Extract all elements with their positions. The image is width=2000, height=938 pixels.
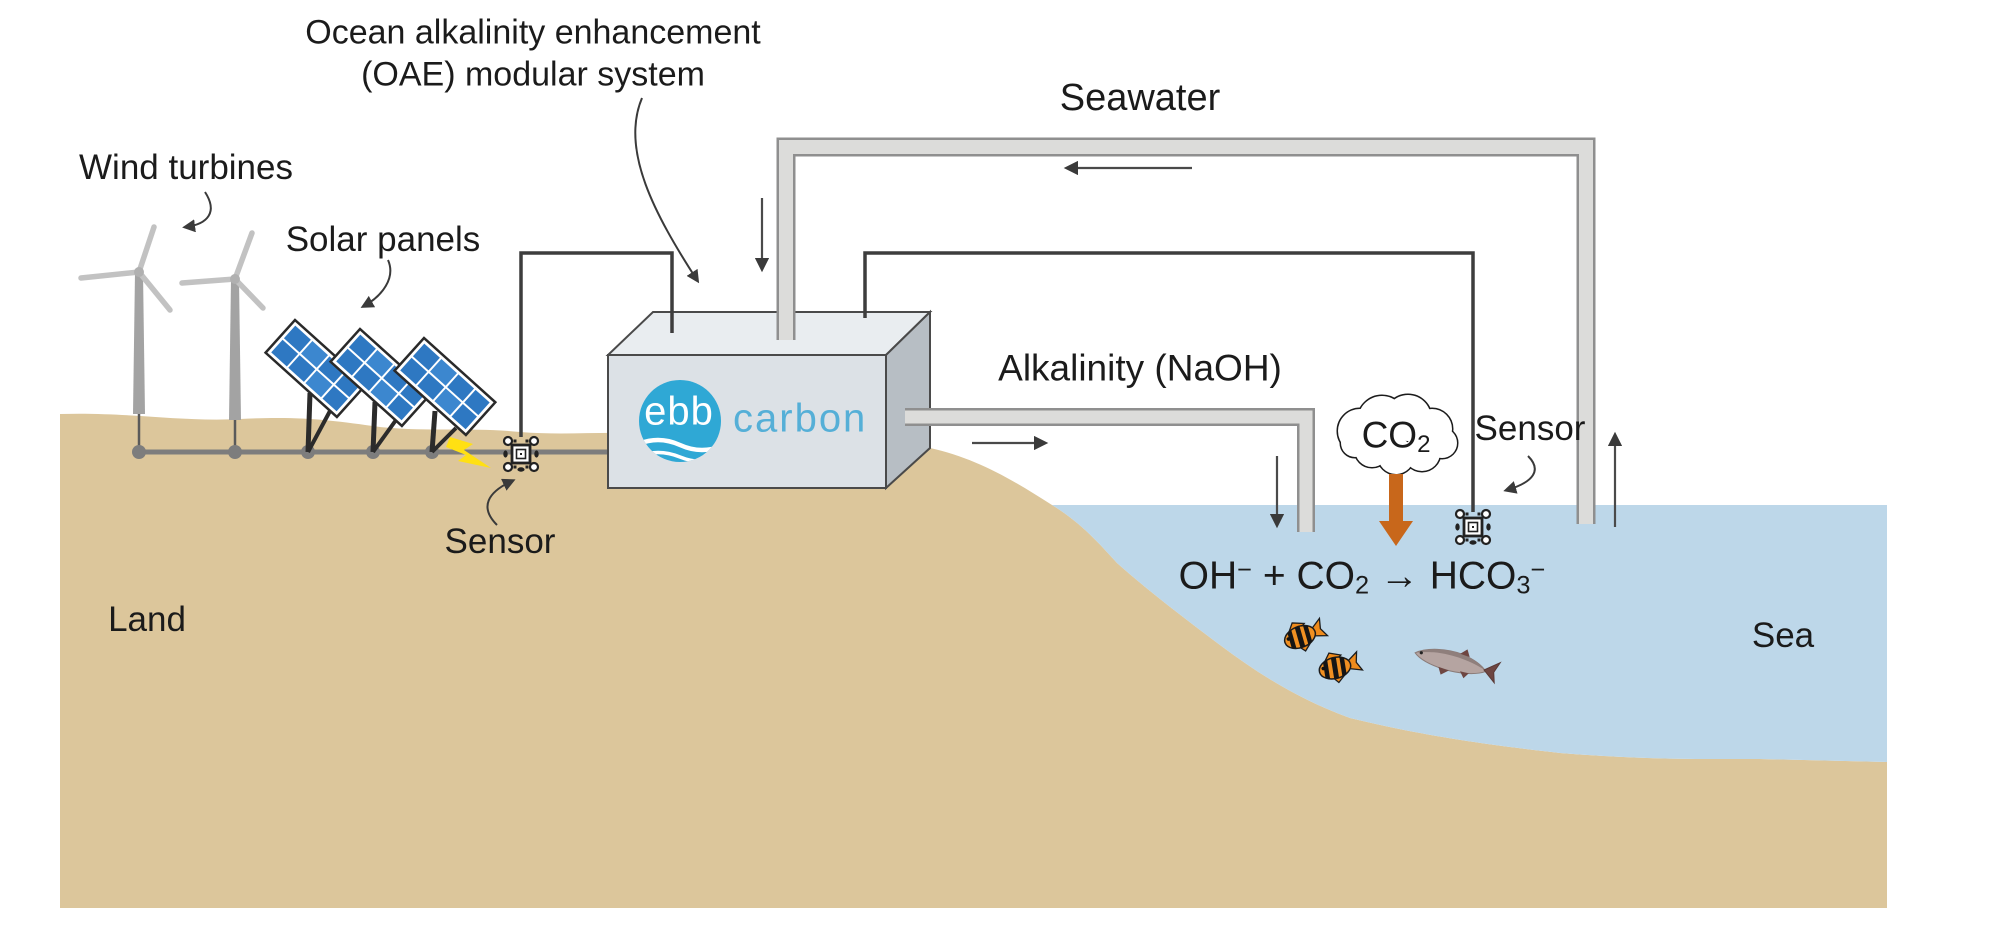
alkalinity-label: Alkalinity (NaOH) <box>998 347 1282 389</box>
label-leader-arrows <box>182 97 1536 526</box>
equation-hco-charge: − <box>1530 555 1546 584</box>
seawater-label: Seawater <box>1059 77 1221 120</box>
co2-base: CO <box>1361 414 1418 456</box>
sensor-land-label: Sensor <box>444 521 556 561</box>
solar-panel-icon <box>393 336 497 454</box>
co2-cloud-label: CO2 <box>1362 415 1431 458</box>
ebb-logo-text: ebb <box>644 389 714 434</box>
carbon-wordmark: carbon <box>733 396 868 441</box>
equation-oh: OH <box>1178 554 1238 598</box>
oae-module-box <box>605 309 933 491</box>
sensor-sea-label: Sensor <box>1474 408 1586 448</box>
solar-panel-icon <box>329 327 433 454</box>
solar-panels-label: Solar panels <box>285 219 481 259</box>
equation-arrow-hco: → HCO <box>1369 554 1517 598</box>
wind-turbine-icon <box>78 224 173 414</box>
solar-panel-icon <box>264 318 368 453</box>
pipe-shape-alkalinity <box>905 408 1315 532</box>
diagram-title-line1: Ocean alkalinity enhancement <box>305 13 761 52</box>
chemical-equation: OH− + CO2 → HCO3− <box>1178 554 1546 601</box>
land-area <box>60 413 1887 908</box>
equation-oh-charge: − <box>1237 555 1252 584</box>
equation-plus-co: + CO <box>1251 554 1355 598</box>
sensor-wires <box>519 251 1475 512</box>
co2-cloud-icon <box>1336 393 1459 476</box>
wind-turbine-icon <box>179 230 266 420</box>
lightning-bolt-icon <box>446 437 491 468</box>
diagram-title-line2: (OAE) modular system <box>361 55 705 94</box>
pipe-shape-seawater <box>776 137 1596 524</box>
co2-subscript: 2 <box>1417 431 1431 459</box>
equation-co-subscript: 2 <box>1354 571 1370 600</box>
co2-dissolution-arrow <box>1379 474 1413 546</box>
equation-hco-subscript: 3 <box>1516 571 1531 600</box>
sea-label: Sea <box>1751 615 1815 655</box>
sea-area <box>1052 505 1887 762</box>
flow-arrows <box>754 160 1623 529</box>
wind-turbines-label: Wind turbines <box>79 147 293 187</box>
land-label: Land <box>108 599 186 639</box>
